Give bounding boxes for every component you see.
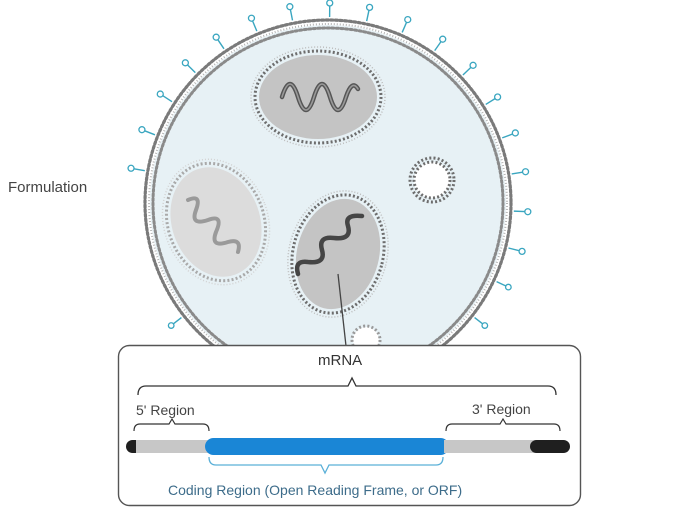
peg-lipid-stem — [496, 280, 506, 287]
peg-lipid-head — [518, 247, 526, 256]
peg-lipid-head — [247, 14, 256, 22]
peg-lipid-head — [493, 93, 502, 101]
peg-lipid-head — [511, 129, 519, 137]
peg-lipid-stem — [144, 130, 156, 136]
mrna-bracket — [137, 376, 557, 396]
outer-membrane-inner-ring — [151, 26, 505, 345]
peg-lipid-head — [524, 208, 532, 216]
peg-lipid-head — [439, 35, 447, 43]
mrna-title: mRNA — [318, 352, 363, 369]
mrna-strand-bar — [126, 438, 570, 455]
peg-lipid-stem — [485, 98, 496, 106]
peg-lipid-stem — [501, 133, 513, 139]
peg-lipid-stem — [251, 20, 258, 32]
peg-lipid-stem — [217, 39, 225, 50]
peg-lipid-stem — [511, 171, 523, 175]
empty-vesicle-right — [408, 156, 456, 204]
peg-lipid-stem — [162, 95, 173, 103]
poly-a-tail — [530, 440, 570, 453]
region-3-bracket — [445, 417, 561, 432]
peg-lipid-head — [504, 283, 512, 291]
peg-lipid-head — [365, 3, 374, 12]
peg-lipid-head — [481, 322, 489, 329]
outer-membrane-outer-ring — [143, 18, 513, 345]
coding-region-bracket — [208, 456, 444, 475]
peg-lipid-head — [326, 0, 334, 7]
peg-lipid-stem — [508, 247, 520, 252]
peg-lipid-stem — [289, 9, 294, 21]
peg-lipid-head — [469, 61, 477, 69]
empty-vesicle-bottom — [350, 324, 382, 345]
peg-lipid-head — [181, 59, 189, 67]
peg-lipid-stem — [474, 316, 483, 325]
peg-lipid-stem — [365, 10, 370, 22]
peg-lipid-stem — [173, 316, 182, 325]
peg-lipid-stem — [434, 41, 442, 52]
peg-lipid-head — [138, 126, 146, 134]
peg-lipid-head — [156, 90, 164, 98]
region-3-label: 3' Region — [472, 401, 531, 417]
mrna-strand-icon — [186, 196, 241, 254]
peg-lipid-stem — [401, 22, 408, 33]
mrna-vesicle-left — [161, 158, 271, 286]
peg-lipid-head — [127, 164, 135, 172]
mrna-vesicle-center — [287, 190, 389, 318]
peg-lipid-head — [212, 33, 220, 41]
peg-lipid-stem — [133, 168, 145, 172]
utr-5 — [136, 440, 212, 453]
peg-lipid-head — [521, 168, 530, 176]
peg-lipid-stem — [462, 66, 472, 76]
mrna-vesicle-top — [250, 46, 386, 148]
mrna-strand-icon — [294, 213, 365, 277]
peg-lipid-stem — [186, 64, 196, 74]
callout-leader-line — [337, 273, 347, 347]
peg-lipid-head — [167, 322, 175, 329]
peg-lipid-head — [286, 3, 294, 11]
outer-membrane-tails — [148, 23, 508, 345]
region-5-label: 5' Region — [136, 402, 195, 418]
utr-3 — [444, 440, 538, 453]
formulation-label: Formulation — [8, 179, 88, 196]
peg-lipids — [127, 0, 532, 329]
peg-lipid-head — [404, 15, 412, 24]
region-5-bracket — [133, 417, 210, 432]
orf-segment — [205, 438, 449, 455]
coding-region-label: Coding Region (Open Reading Frame, or OR… — [168, 482, 463, 498]
